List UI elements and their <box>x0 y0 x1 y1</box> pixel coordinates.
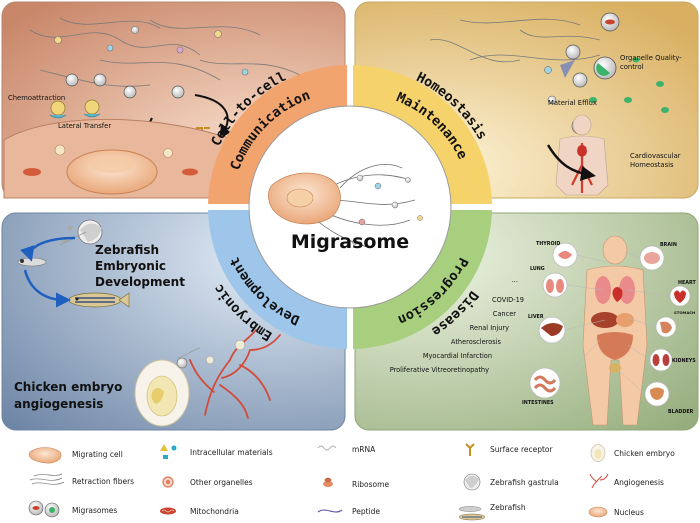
disease-item: COVID-19 <box>492 296 524 304</box>
migrating-cell-illustration <box>268 164 423 249</box>
disease-item: Myocardial Infarction <box>423 352 492 360</box>
legend-zebrafish-gastrula-icon <box>463 473 481 491</box>
legend-label: Peptide <box>352 507 380 516</box>
disease-item: Atherosclerosis <box>451 338 502 346</box>
label-organelle-qc-2: control <box>620 63 644 71</box>
legend-label: Migrating cell <box>72 450 123 459</box>
organ-thyroid-icon <box>552 242 578 268</box>
organ-bladder-icon <box>644 381 670 407</box>
legend-nucleus-icon <box>588 506 608 518</box>
organ-heart-icon <box>669 285 691 307</box>
center-title: Migrasome <box>291 231 409 253</box>
legend-angiogenesis-icon <box>589 473 609 489</box>
disease-ellipsis: ... <box>512 276 518 284</box>
label-lateral-transfer: Lateral Transfer <box>58 122 111 130</box>
legend-mitochondria-icon <box>160 507 176 515</box>
organ-label-intestines: INTESTINES <box>522 400 554 406</box>
legend: Migrating cell Retraction fibers Migraso… <box>28 443 675 521</box>
label-zebrafish-3: Development <box>95 275 185 289</box>
legend-label: Retraction fibers <box>72 477 134 486</box>
label-chemoattraction: Chemoattraction <box>8 94 65 102</box>
legend-label: Surface receptor <box>490 445 554 454</box>
organ-label-thyroid: THYROID <box>536 241 560 247</box>
label-organelle-qc-1: Organelle Quality- <box>620 54 682 62</box>
legend-surface-receptor-icon <box>465 443 475 456</box>
bottom-right-illustration <box>529 235 691 426</box>
organ-intestines-icon <box>529 367 561 399</box>
legend-label: Ribosome <box>352 480 389 489</box>
organ-brain-icon <box>639 245 665 271</box>
label-zebrafish-1: Zebrafish <box>95 243 159 257</box>
organ-label-lung: LUNG <box>530 266 545 272</box>
legend-label: Nucleus <box>614 508 644 517</box>
organ-kidneys-icon <box>649 348 673 372</box>
organ-lung-icon <box>542 272 568 298</box>
center-ring <box>205 62 495 352</box>
bottom-left-illustration <box>17 219 281 427</box>
legend-zebrafish-icon <box>458 506 486 521</box>
organ-label-brain: BRAIN <box>660 242 677 248</box>
disease-item: Proliferative Vitreoretinopathy <box>390 366 489 374</box>
legend-retraction-fibers-icon <box>29 473 65 485</box>
legend-label: Angiogenesis <box>614 478 664 487</box>
legend-migrasomes-icon <box>28 500 60 518</box>
organ-label-kidneys: KIDNEYS <box>672 358 696 364</box>
legend-intracellular-materials-icon <box>160 444 177 459</box>
legend-chicken-embryo-icon <box>590 444 606 462</box>
organ-label-bladder: BLADDER <box>668 409 694 415</box>
organ-label-stomach: STOMACH <box>674 310 695 315</box>
legend-label: Mitochondria <box>190 507 239 516</box>
disease-item: Renal Injury <box>470 324 509 332</box>
legend-peptide-icon <box>317 509 343 513</box>
legend-label: Migrasomes <box>72 506 117 515</box>
legend-label: Other organelles <box>190 478 253 487</box>
label-cardiovascular-1: Cardiovascular <box>630 152 681 160</box>
top-right-illustration <box>429 12 669 196</box>
label-material-efflux: Material Efflux <box>548 99 597 107</box>
label-cardiovascular-2: Homeostasis <box>630 161 674 169</box>
legend-label: Zebrafish gastrula <box>490 478 559 487</box>
disease-item: Cancer <box>493 310 517 318</box>
organ-label-heart: HEART <box>678 280 696 286</box>
label-chicken-2: angiogenesis <box>14 397 103 411</box>
organ-label-liver: LIVER <box>528 314 544 320</box>
label-chicken-1: Chicken embryo <box>14 380 122 394</box>
legend-mrna-icon <box>317 445 337 451</box>
legend-ribosome-icon <box>323 477 333 487</box>
legend-other-organelles-icon <box>162 476 174 488</box>
legend-label: Intracellular materials <box>190 448 273 457</box>
legend-label: mRNA <box>352 445 376 454</box>
organ-stomach-icon <box>655 316 677 338</box>
legend-migrating-cell-icon <box>28 447 62 464</box>
legend-label: Zebrafish <box>490 503 526 512</box>
label-zebrafish-2: Embryonic <box>95 259 166 273</box>
legend-label: Chicken embryo <box>614 449 675 458</box>
organ-liver-icon <box>538 316 566 344</box>
